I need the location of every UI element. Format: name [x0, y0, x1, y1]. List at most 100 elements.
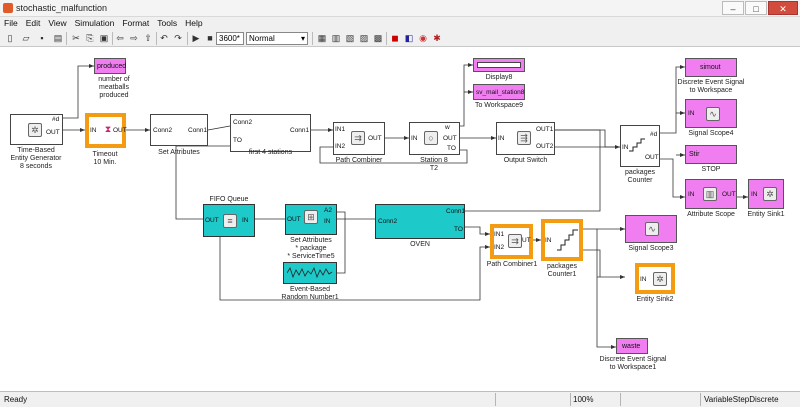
set-attributes-block[interactable]: Conn2 Conn1 — [150, 114, 208, 146]
output-switch-block[interactable]: IN OUT1 OUT2 ⇶ — [496, 122, 555, 155]
build-icon[interactable]: ▦ — [317, 33, 327, 43]
save-icon[interactable]: ▪ — [40, 33, 44, 43]
explorer-icon[interactable]: ▩ — [373, 33, 383, 43]
fifo-queue-block[interactable]: OUT IN ≡ — [203, 204, 255, 237]
fifo-queue-label: FIFO Queue — [209, 196, 249, 203]
first-4-stations-block[interactable]: Conn2 TO Conn1 — [230, 114, 311, 152]
entity-sink1-block[interactable]: IN ✲ — [748, 179, 784, 209]
copy-icon[interactable]: ⎘ — [86, 33, 94, 43]
path-combiner-block[interactable]: IN1 IN2 OUT ⇉ — [333, 122, 385, 155]
produced-text: produced — [97, 63, 127, 70]
path-combiner1-label: Path Combiner1 — [486, 261, 538, 268]
status-solver: VariableStepDiscrete — [704, 395, 779, 404]
to-workspace9-label: To Workspace9 — [474, 102, 524, 109]
new-file-icon[interactable]: ▯ — [7, 33, 13, 43]
status-zoom: 100% — [573, 395, 594, 404]
app-icon — [3, 3, 13, 13]
produced-workspace-block[interactable]: produced — [94, 58, 126, 74]
menu-simulation[interactable]: Simulation — [74, 18, 115, 28]
hourglass-icon: ⧗ — [104, 124, 112, 134]
stop-label: STOP — [701, 166, 721, 173]
model-canvas[interactable]: ✲ #d OUT Time-Based Entity Generator 8 s… — [0, 47, 800, 391]
up-icon[interactable]: ⇧ — [144, 33, 152, 43]
library-icon[interactable]: ◼ — [391, 33, 399, 43]
model-advisor-icon[interactable]: ▧ — [345, 33, 355, 43]
menu-bar: File Edit View Simulation Format Tools H… — [0, 17, 800, 30]
scope-icon: ∿ — [706, 107, 720, 121]
packages-counter1-label: packages Counter1 — [547, 263, 577, 278]
stop-time-input[interactable]: 3600* — [216, 32, 244, 45]
signal-scope3-block[interactable]: ∿ — [625, 215, 677, 243]
open-folder-icon[interactable]: ▱ — [22, 33, 30, 43]
sink-icon: ✲ — [763, 187, 777, 201]
model-browser-icon[interactable]: ◧ — [404, 33, 414, 43]
station-8-label: Station 8 T2 — [420, 157, 448, 172]
packages-counter-label: packages Counter — [625, 169, 655, 184]
entity-sink2-block[interactable]: IN ✲ — [635, 263, 675, 294]
menu-format[interactable]: Format — [122, 18, 150, 28]
menu-file[interactable]: File — [4, 18, 18, 28]
undo-icon[interactable]: ↶ — [160, 33, 168, 43]
waste-block[interactable]: waste — [616, 338, 648, 354]
packages-counter1-block[interactable]: IN — [541, 219, 583, 261]
chevron-down-icon: ▾ — [300, 34, 305, 43]
menu-view[interactable]: View — [48, 18, 67, 28]
signal-scope3-label: Signal Scope3 — [628, 245, 674, 252]
menu-edit[interactable]: Edit — [25, 18, 41, 28]
entity-generator-block[interactable]: ✲ #d OUT — [10, 114, 63, 145]
stop-icon[interactable]: ■ — [207, 33, 213, 43]
cut-icon[interactable]: ✂ — [72, 33, 80, 43]
signal-scope4-block[interactable]: IN ∿ — [685, 99, 737, 128]
output-switch-label: Output Switch — [503, 157, 548, 164]
update-diagram-icon[interactable]: ▥ — [331, 33, 341, 43]
produced-label: number of meatballs produced — [98, 76, 130, 99]
display8-block[interactable] — [473, 58, 525, 72]
set-attributes-label: Set Attributes — [158, 149, 200, 156]
path-combiner-label: Path Combiner — [335, 157, 383, 164]
station-8-block[interactable]: IN w OUT TO ○ — [409, 122, 460, 155]
entity-generator-label: Time-Based Entity Generator 8 seconds — [10, 147, 62, 170]
debugger-icon[interactable]: ◉ — [419, 33, 427, 43]
config-icon[interactable]: ✱ — [433, 33, 441, 43]
random-number-block[interactable] — [283, 262, 337, 284]
print-icon[interactable]: ▤ — [53, 33, 63, 43]
paste-icon[interactable]: ▣ — [99, 33, 109, 43]
simulation-mode-value: Normal — [249, 34, 275, 43]
combiner1-icon: ⇉ — [508, 234, 522, 248]
minimize-button[interactable]: – — [722, 1, 744, 15]
timeout-label: Timeout 10 Min. — [92, 151, 118, 166]
window-title: stochastic_malfunction — [16, 3, 108, 13]
attribute-scope-block[interactable]: IN OUT ▥ — [685, 179, 737, 209]
play-icon[interactable]: ▶ — [192, 33, 200, 43]
queue-icon: ≡ — [223, 214, 237, 228]
combiner-icon: ⇉ — [351, 131, 365, 145]
entity-sink2-label: Entity Sink2 — [636, 296, 674, 303]
forward-icon[interactable]: ⇨ — [130, 33, 138, 43]
simulation-mode-select[interactable]: Normal ▾ — [246, 32, 308, 45]
maximize-button[interactable]: □ — [745, 1, 767, 15]
generator-out-port: OUT — [46, 129, 60, 136]
sv-mail-station8-block[interactable]: sv_mail_station8 — [473, 84, 525, 100]
display8-label: Display8 — [485, 74, 513, 81]
packages-counter-block[interactable]: IN #d OUT — [620, 125, 660, 167]
back-icon[interactable]: ⇦ — [116, 33, 124, 43]
path-combiner1-block[interactable]: IN1 IN2 OUT ⇉ — [490, 224, 533, 259]
stop-block[interactable]: Stir — [685, 145, 737, 164]
timeout-block[interactable]: IN OUT ⧗ — [85, 113, 127, 148]
set-attributes-icon: ⊞ — [304, 210, 318, 224]
menu-tools[interactable]: Tools — [157, 18, 178, 28]
debug-icon[interactable]: ▨ — [359, 33, 369, 43]
counter1-staircase-icon — [557, 229, 578, 251]
menu-help[interactable]: Help — [185, 18, 203, 28]
redo-icon[interactable]: ↷ — [174, 33, 182, 43]
random-signal-icon — [287, 266, 333, 279]
status-ready: Ready — [4, 395, 28, 404]
waste-label: Discrete Event Signal to Workspace1 — [599, 356, 667, 371]
oven-block[interactable]: Conn2 Conn1 TO — [375, 204, 465, 239]
status-bar: Ready 100% VariableStepDiscrete — [0, 391, 800, 407]
set-attributes-service-block[interactable]: OUT A2 IN ⊞ — [285, 204, 337, 235]
simout-block[interactable]: simout — [685, 58, 737, 77]
sink2-icon: ✲ — [653, 272, 667, 286]
close-button[interactable]: ✕ — [768, 1, 798, 15]
entity-sink1-label: Entity Sink1 — [747, 211, 785, 218]
